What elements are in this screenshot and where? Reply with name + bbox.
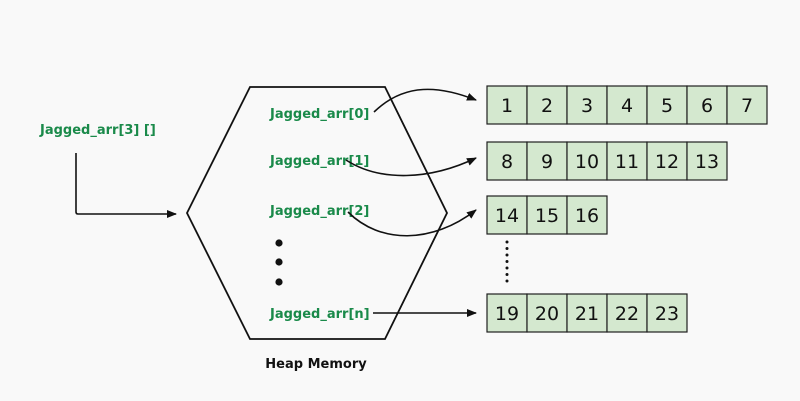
array-cell-value: 4	[621, 95, 633, 117]
array-cell-value: 23	[655, 303, 679, 325]
gap-dot	[505, 260, 509, 263]
array-cell-value: 16	[575, 205, 599, 227]
array-gap-dots	[505, 240, 509, 283]
array-row-1: 8 9 10 11 12 13	[486, 141, 728, 181]
array-cell-value: 20	[535, 303, 559, 325]
gap-dot	[505, 273, 509, 276]
array-cell-value: 22	[615, 303, 639, 325]
array-cell	[486, 141, 528, 181]
array-row-0: 1 2 3 4 5 6 7	[486, 85, 768, 125]
array-cell	[566, 141, 608, 181]
ref-label-0: Jagged_arr[0]	[269, 107, 369, 122]
array-cell	[606, 293, 648, 333]
array-cell	[486, 85, 528, 125]
ellipsis-dot	[275, 239, 283, 247]
array-cell	[646, 85, 688, 125]
array-cell	[526, 141, 568, 181]
array-cell-value: 6	[701, 95, 713, 117]
jagged-array-declaration: Jagged_arr[3] []	[39, 123, 156, 138]
gap-dot	[505, 247, 509, 250]
array-cell-value: 7	[741, 95, 753, 117]
array-cell-value: 5	[661, 95, 673, 117]
array-cell-value: 2	[541, 95, 553, 117]
array-cell	[646, 293, 688, 333]
array-cell	[526, 195, 568, 235]
ref-arrow-1	[345, 157, 477, 177]
gap-dot	[505, 253, 509, 257]
heap-memory-caption: Heap Memory	[265, 357, 367, 372]
array-cell-value: 13	[695, 151, 719, 173]
array-cell-value: 9	[541, 151, 553, 173]
array-cell-value: 15	[535, 205, 559, 227]
gap-dot	[505, 279, 509, 283]
array-cell-value: 3	[581, 95, 593, 117]
ellipsis-dot	[275, 258, 283, 266]
heap-memory-hexagon	[185, 86, 449, 340]
ref-label-2: Jagged_arr[2]	[269, 204, 369, 219]
array-cell-value: 12	[655, 151, 679, 173]
array-cell-value: 19	[495, 303, 519, 325]
array-cell-value: 14	[495, 205, 519, 227]
array-cell	[646, 141, 688, 181]
array-cell-value: 1	[501, 95, 513, 117]
ellipsis-dot	[275, 278, 283, 286]
gap-dot	[505, 266, 509, 270]
array-cell	[566, 195, 608, 235]
declaration-arrow	[75, 153, 177, 218]
array-cell	[606, 85, 648, 125]
array-cell-value: 8	[501, 151, 513, 173]
ref-label-n: Jagged_arr[n]	[269, 307, 370, 322]
gap-dot	[505, 240, 509, 244]
array-cell-value: 11	[615, 151, 639, 173]
array-cell	[606, 141, 648, 181]
array-cell	[486, 293, 528, 333]
ref-arrow-2	[347, 209, 477, 237]
array-cell-value: 10	[575, 151, 599, 173]
array-cell	[526, 293, 568, 333]
array-cell	[566, 293, 608, 333]
array-cell-value: 21	[575, 303, 599, 325]
array-cell	[726, 85, 768, 125]
ref-arrow-0	[373, 88, 477, 113]
array-row-2: 14 15 16	[486, 195, 608, 235]
array-cell	[686, 85, 728, 125]
ref-label-1: Jagged_arr[1]	[269, 154, 369, 169]
array-cell	[566, 85, 608, 125]
array-cell	[486, 195, 528, 235]
array-cell	[686, 141, 728, 181]
array-row-n: 19 20 21 22 23	[486, 293, 688, 333]
